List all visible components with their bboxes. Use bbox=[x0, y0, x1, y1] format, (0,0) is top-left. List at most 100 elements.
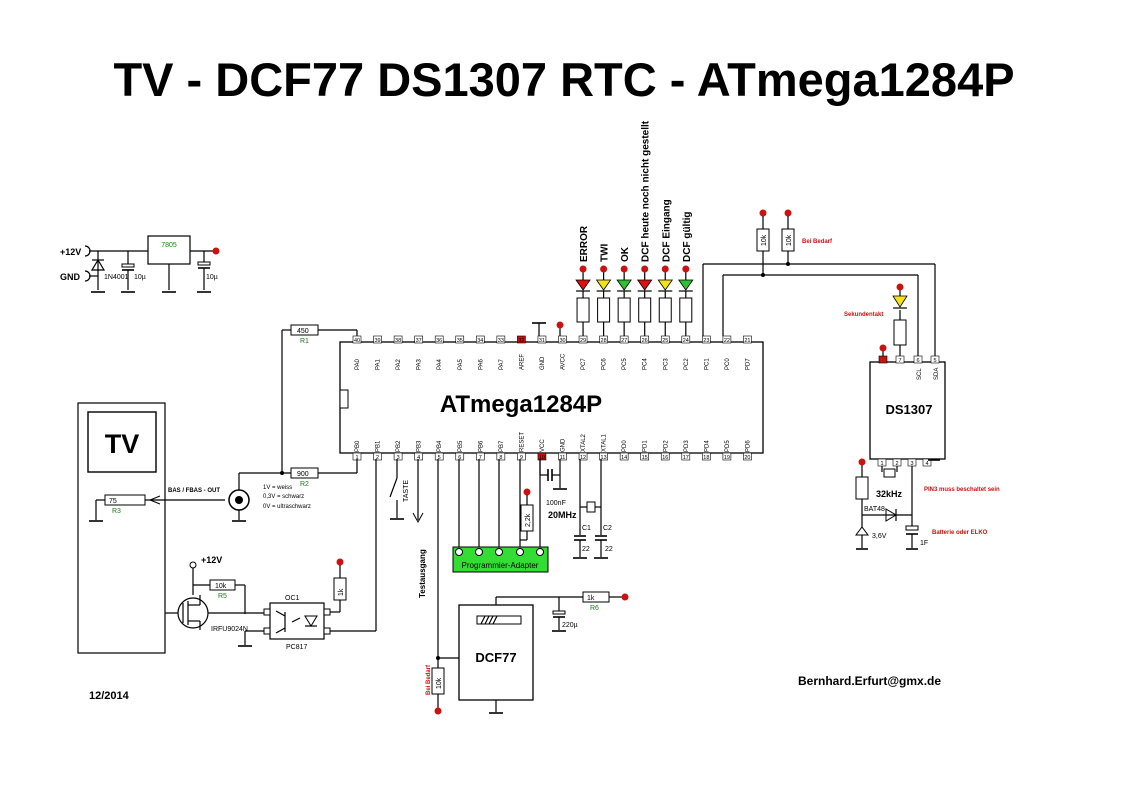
dcf-pull-value: 10k bbox=[436, 677, 443, 689]
mcu-pin-10-pad bbox=[537, 452, 547, 461]
mcu-pin-23-label: PC1 bbox=[704, 358, 710, 370]
cap1-label: 10µ bbox=[134, 274, 146, 281]
mcu-pin-34-number: 34 bbox=[477, 338, 483, 344]
mcu-pin-22-label: PC0 bbox=[725, 358, 731, 370]
pullup-r2-label: 10k bbox=[786, 234, 793, 246]
rtc-pin-3: 3 bbox=[910, 461, 913, 467]
c2-value: 22 bbox=[605, 546, 613, 553]
programmer-adapter: Programmier-Adapter 2,2k 100nF bbox=[452, 459, 567, 573]
dcf-pull-note: Bei Bedarf bbox=[426, 664, 432, 695]
mcu-pin-7-label: PB6 bbox=[478, 440, 484, 452]
opto-pc817 bbox=[269, 602, 325, 640]
rtc-crystal: 32kHz bbox=[876, 489, 903, 499]
pullup-r1-label: 10k bbox=[761, 234, 768, 246]
mcu-pin-28-number: 28 bbox=[601, 338, 607, 344]
mcu-body bbox=[339, 341, 764, 454]
i2c-pullups: 10k 10k Bei Bedarf bbox=[702, 209, 936, 357]
mcu-name: ATmega1284P bbox=[440, 391, 602, 418]
tv-power-switch: +12V 10k R5 IRFU9024N OC1 PC817 bbox=[165, 459, 377, 651]
mcu-pin-38-number: 38 bbox=[395, 338, 401, 344]
led-5-label: DCF gültig bbox=[682, 211, 693, 262]
testausgang-label: Testausgang bbox=[418, 549, 427, 598]
mcu-pin-31-pad bbox=[537, 335, 547, 344]
tv-level-black: 0,3V = schwarz bbox=[263, 494, 304, 500]
dcf77-label: DCF77 bbox=[475, 650, 516, 665]
mcu-pin-28-label: PC6 bbox=[602, 358, 608, 370]
mcu-pin-3-pad bbox=[393, 452, 403, 461]
mcu-pin-8-pad bbox=[496, 452, 506, 461]
mcu-pin-9-label: RESET bbox=[519, 432, 525, 452]
rtc-diode: BAT48 bbox=[864, 506, 885, 513]
mcu-pin-23-number: 23 bbox=[703, 338, 709, 344]
rtc-pin-1: 1 bbox=[880, 461, 883, 467]
led-5: DCF gültig bbox=[678, 211, 694, 336]
regulator-7805 bbox=[147, 235, 191, 265]
mcu-pin-21-number: 21 bbox=[744, 338, 750, 344]
mcu-pin-30-label: AVCC bbox=[561, 353, 567, 370]
tv-level-white: 1V = weiss bbox=[263, 485, 292, 491]
mcu-pin-27-label: PC5 bbox=[622, 358, 628, 370]
c1-label: C1 bbox=[582, 525, 591, 532]
mcu-pin-17-number: 17 bbox=[683, 455, 689, 461]
tv-level-ultrablack: 0V = ultraschwarz bbox=[263, 504, 311, 510]
crystal-label: 20MHz bbox=[548, 510, 577, 520]
mcu-pin-22-number: 22 bbox=[724, 338, 730, 344]
led-5-symbol bbox=[678, 279, 694, 291]
mcu-pin-10-label: VCC bbox=[540, 439, 546, 452]
led-3: DCF heute noch nicht gestellt bbox=[636, 120, 653, 336]
led-1-label: TWI bbox=[600, 243, 611, 262]
mcu-pin-40-label: PA0 bbox=[355, 358, 361, 370]
rtc-note-pin3: PIN3 muss beschaltet sein bbox=[924, 487, 1000, 493]
mcu-pin-2-number: 2 bbox=[376, 455, 379, 461]
rtc-name: DS1307 bbox=[886, 402, 933, 417]
mcu-pin-34-pad bbox=[475, 335, 485, 344]
mcu-pin-7-pad bbox=[475, 452, 485, 461]
mcu-pin-38-pad bbox=[393, 335, 403, 344]
mcu-pin-13-label: XTAL1 bbox=[602, 433, 608, 452]
mcu-pin-21-label: PD7 bbox=[745, 358, 751, 370]
rtc-pin-2: 2 bbox=[895, 461, 898, 467]
mcu-pin-29-number: 29 bbox=[580, 338, 586, 344]
rtc-scl: SCL bbox=[917, 368, 923, 380]
dcf77-module: DCF77 1k R6 220µ 10k Bei Bedarf bbox=[426, 591, 629, 715]
mcu-pin-38-label: PA2 bbox=[396, 358, 402, 370]
mcu-pin-14-number: 14 bbox=[621, 455, 627, 461]
c1-value: 22 bbox=[582, 546, 590, 553]
r6-ref: R6 bbox=[590, 605, 599, 612]
opto-resistor: 1k bbox=[338, 588, 345, 596]
mcu-pin-11-pad bbox=[558, 452, 567, 461]
mcu-pin-31-number: 31 bbox=[539, 338, 545, 344]
mcu-pin-6-number: 6 bbox=[458, 455, 461, 461]
mcu-pin-37-number: 37 bbox=[416, 338, 422, 344]
mcu-pin-29-label: PC7 bbox=[581, 358, 587, 370]
led-2-symbol bbox=[616, 279, 632, 291]
mcu-pin-13-pad bbox=[599, 452, 608, 461]
mcu-pin-6-pad bbox=[455, 452, 465, 461]
mcu-pin-14-pad bbox=[619, 452, 629, 461]
led-0-symbol bbox=[575, 279, 591, 291]
mcu-pin-32-label: AREF bbox=[519, 354, 525, 370]
mcu-pin-8-number: 8 bbox=[499, 455, 502, 461]
mcu-pin-5-number: 5 bbox=[438, 455, 441, 461]
mcu-pin-20-number: 20 bbox=[744, 455, 750, 461]
mcu-pin-11-label: GND bbox=[561, 438, 567, 452]
mcu-pin-20-pad bbox=[743, 452, 752, 461]
mcu-pin-37-pad bbox=[414, 335, 423, 344]
rtc-pin-7: 7 bbox=[898, 358, 901, 364]
mcu-pin-16-number: 16 bbox=[662, 455, 668, 461]
mcu-pin-19-number: 19 bbox=[724, 455, 730, 461]
tv-signal-label: BAS / FBAS - OUT bbox=[168, 488, 220, 494]
regulator-7805-label: 7805 bbox=[161, 242, 177, 249]
mcu-pin-39-pad bbox=[373, 335, 382, 344]
rtc-sekundentakt: Sekundentakt bbox=[844, 312, 883, 318]
mcu-pin-32-pad bbox=[517, 335, 526, 344]
r1-value: 450 bbox=[297, 328, 309, 335]
opto-type: PC817 bbox=[286, 644, 308, 651]
mcu-pin-5-pad bbox=[434, 452, 444, 461]
mcu-pin-16-pad bbox=[660, 452, 670, 461]
power-gnd-label: GND bbox=[60, 272, 81, 282]
mcu-pin-34-label: PA6 bbox=[478, 358, 484, 370]
led-0: ERROR bbox=[575, 225, 591, 336]
led-4-label: DCF Eingang bbox=[661, 199, 672, 262]
